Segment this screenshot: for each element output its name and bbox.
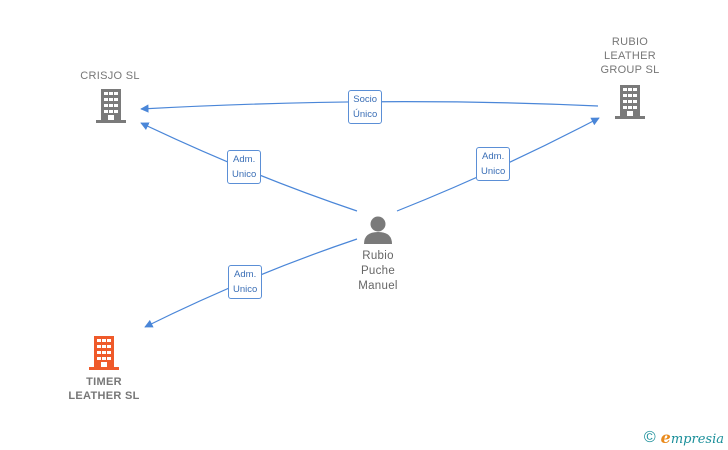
- edge-label-socio-unico: Socio Único: [348, 90, 383, 124]
- brand-logo[interactable]: empresia: [660, 428, 724, 447]
- crisjo-name[interactable]: CRISJO SL: [80, 70, 140, 82]
- timer-leather-building-icon[interactable]: [89, 336, 119, 370]
- rubio-leather-name[interactable]: RUBIO LEATHER GROUP SL: [600, 36, 660, 76]
- crisjo-building-icon[interactable]: [96, 89, 126, 123]
- copyright-icon: ©: [643, 428, 656, 446]
- edge-label-adm-unico-crisjo: Adm. Unico: [227, 150, 262, 184]
- timer-leather-name[interactable]: TIMER LEATHER SL: [68, 376, 140, 402]
- edge-label-adm-unico-timer: Adm. Unico: [228, 265, 263, 299]
- rubio-leather-building-icon[interactable]: [615, 85, 645, 119]
- edge-label-adm-unico-rubio: Adm. Unico: [476, 147, 511, 181]
- footer-brand: © empresia: [644, 428, 724, 447]
- person-icon[interactable]: [364, 216, 392, 245]
- person-name[interactable]: Rubio Puche Manuel: [358, 250, 398, 292]
